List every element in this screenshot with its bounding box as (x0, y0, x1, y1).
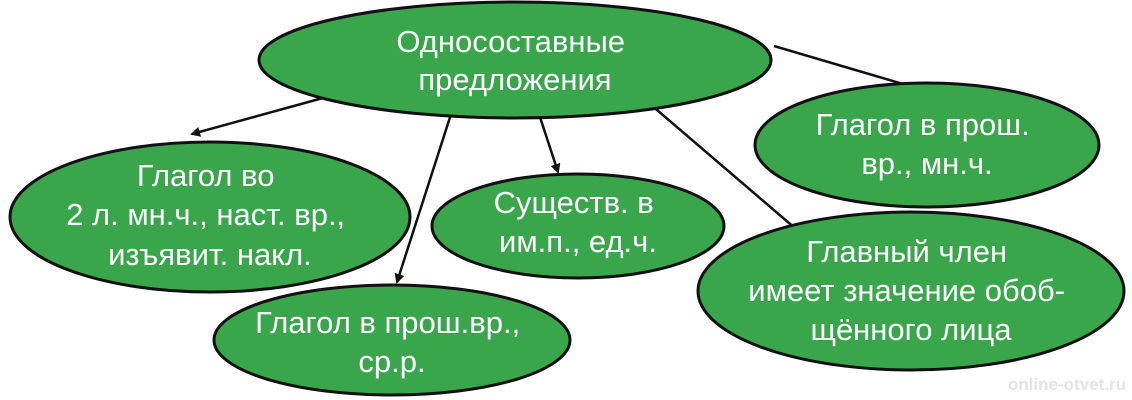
node-line: им.п., ед.ч. (499, 224, 657, 259)
arrow-to-node-noun-nominative (536, 110, 561, 174)
node-verb-2nd-person-shape (8, 140, 412, 294)
node-noun-nominative-shape (430, 172, 726, 280)
node-generalized-person: Главный член имеет значение обоб- щённог… (696, 210, 1126, 372)
node-verb-past-plural: Глагол в прош. вр., мн.ч. (753, 81, 1101, 209)
root-node: Односоставные предложения (257, 0, 773, 120)
node-verb-2nd-person: Глагол во 2 л. мн.ч., наст. вр., изъявит… (8, 140, 412, 294)
node-noun-nominative-label: Существ. в им.п., ед.ч. (494, 185, 663, 259)
node-line: щённого лица (810, 312, 1012, 347)
node-line: Главный член (806, 234, 1007, 269)
node-verb-past-plural-label: Глагол в прош. вр., мн.ч. (816, 107, 1039, 181)
node-line: ср.р. (358, 344, 425, 379)
node-verb-past-neuter-shape (212, 283, 572, 397)
node-line: Глагол во (137, 158, 275, 193)
arrows (190, 44, 922, 284)
node-noun-nominative: Существ. в им.п., ед.ч. (430, 172, 726, 280)
node-line: изъявит. накл. (108, 237, 312, 272)
node-generalized-person-shape (696, 210, 1126, 372)
node-line: имеет значение обоб- (748, 273, 1065, 308)
node-line: Глагол в прош.вр., (255, 305, 520, 340)
root-node-line: предложения (418, 62, 611, 97)
node-verb-past-neuter-label: Глагол в прош.вр., ср.р. (255, 305, 529, 379)
node-line: Существ. в (494, 185, 654, 220)
node-line: Глагол в прош. (816, 107, 1030, 142)
watermark: online-otvet.ru (1008, 375, 1126, 394)
node-verb-past-plural-shape (753, 81, 1101, 209)
node-generalized-person-label: Главный член имеет значение обоб- щённог… (748, 234, 1073, 347)
node-line: вр., мн.ч. (861, 146, 992, 181)
node-line: 2 л. мн.ч., наст. вр., (66, 197, 345, 232)
arrow-to-node-verb-past-plural (773, 44, 922, 92)
root-node-label: Односоставные предложения (396, 24, 633, 97)
node-verb-2nd-person-label: Глагол во 2 л. мн.ч., наст. вр., изъявит… (66, 158, 354, 272)
arrow-to-node-generalized-person (649, 103, 805, 237)
root-node-shape (257, 0, 773, 120)
arrow-to-node-verb-past-neuter (394, 107, 455, 284)
node-verb-past-neuter: Глагол в прош.вр., ср.р. (212, 283, 572, 397)
root-node-line: Односоставные (396, 24, 625, 59)
